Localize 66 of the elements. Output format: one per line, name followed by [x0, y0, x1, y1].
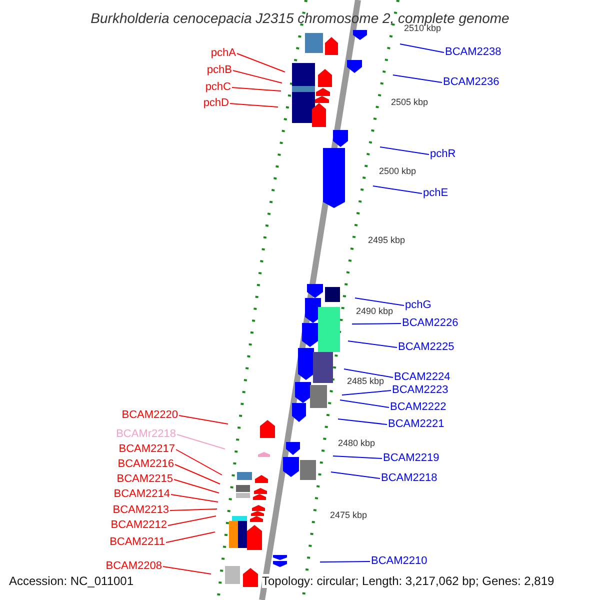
gene-label: BCAM2211 — [110, 536, 165, 549]
gene-label: pchC — [205, 81, 231, 94]
leader-line — [372, 186, 422, 194]
gene-label: BCAM2217 — [118, 443, 175, 456]
gene-label: BCAM2236 — [443, 76, 500, 89]
leader-line — [232, 70, 282, 84]
leader-line — [162, 566, 212, 574]
gene-label: pchR — [430, 148, 456, 161]
gene-label: pchD — [203, 97, 229, 110]
leader-line — [354, 298, 404, 306]
scale-label: 2500 kbp — [379, 167, 416, 176]
gene-label: BCAMr2218 — [116, 428, 176, 441]
gene-label: BCAM2213 — [112, 504, 169, 517]
genome-info-text: Topology: circular; Length: 3,217,062 bp; Genes: 2,819 — [262, 574, 554, 588]
leader-line — [232, 87, 282, 92]
leader-line — [392, 74, 442, 83]
leader-line — [352, 323, 402, 324]
gene-label: BCAM2215 — [116, 473, 173, 486]
scale-label: 2485 kbp — [347, 377, 384, 386]
gene-label: BCAM2222 — [390, 401, 446, 414]
gene-label: BCAM2223 — [392, 384, 448, 397]
scale-label: 2480 kbp — [338, 439, 376, 448]
scale-label: 2490 kbp — [356, 307, 394, 316]
leader-line — [344, 368, 394, 378]
gene-label: BCAM2224 — [394, 371, 450, 384]
gene-label: BCAM2210 — [371, 555, 428, 568]
leader-line — [178, 415, 228, 424]
leader-line — [330, 472, 380, 479]
leader-line — [348, 340, 398, 348]
leader-line — [320, 561, 370, 562]
gene-label: BCAM2212 — [110, 519, 167, 532]
leader-line — [380, 146, 430, 155]
gene-label: BCAM2208 — [106, 560, 162, 573]
leader-line — [332, 456, 382, 459]
scale-label: 2505 kbp — [391, 98, 428, 107]
leader-line — [236, 53, 286, 72]
leader-line — [174, 479, 220, 494]
gene-label: BCAM2218 — [381, 472, 438, 485]
gene-label: BCAM2214 — [114, 488, 170, 501]
gene-label: BCAM2220 — [122, 409, 178, 422]
gene-label: pchG — [405, 299, 432, 312]
gene-label: BCAM2216 — [118, 458, 174, 471]
gene-label: pchB — [206, 64, 232, 77]
leader-line — [174, 464, 220, 484]
title: Burkholderia cenocepacia J2315 chromosome 2, complete genome — [90, 10, 510, 26]
scale-label: 2475 kbp — [330, 511, 368, 520]
leader-line — [400, 44, 444, 53]
gene-label: BCAM2226 — [402, 317, 458, 330]
leader-line — [230, 103, 278, 108]
leader-line — [166, 532, 216, 543]
leader-line — [176, 434, 226, 450]
leader-line — [168, 516, 216, 526]
gene-label: BCAM2238 — [445, 46, 502, 59]
gene-label: pchA — [210, 47, 236, 60]
leader-line — [170, 508, 218, 511]
leader-line — [176, 449, 222, 476]
gene-label: BCAM2225 — [398, 341, 454, 354]
gene-label: BCAM2219 — [383, 452, 440, 465]
gene-label: pchE — [423, 187, 448, 200]
scale-label: 2495 kbp — [368, 236, 406, 245]
leader-line — [338, 418, 388, 425]
leader-line — [340, 400, 390, 408]
leader-line — [170, 494, 218, 502]
gene-label: BCAM2221 — [388, 418, 444, 431]
accession-text: Accession: NC_011001 — [9, 574, 134, 588]
leader-line — [342, 390, 392, 396]
